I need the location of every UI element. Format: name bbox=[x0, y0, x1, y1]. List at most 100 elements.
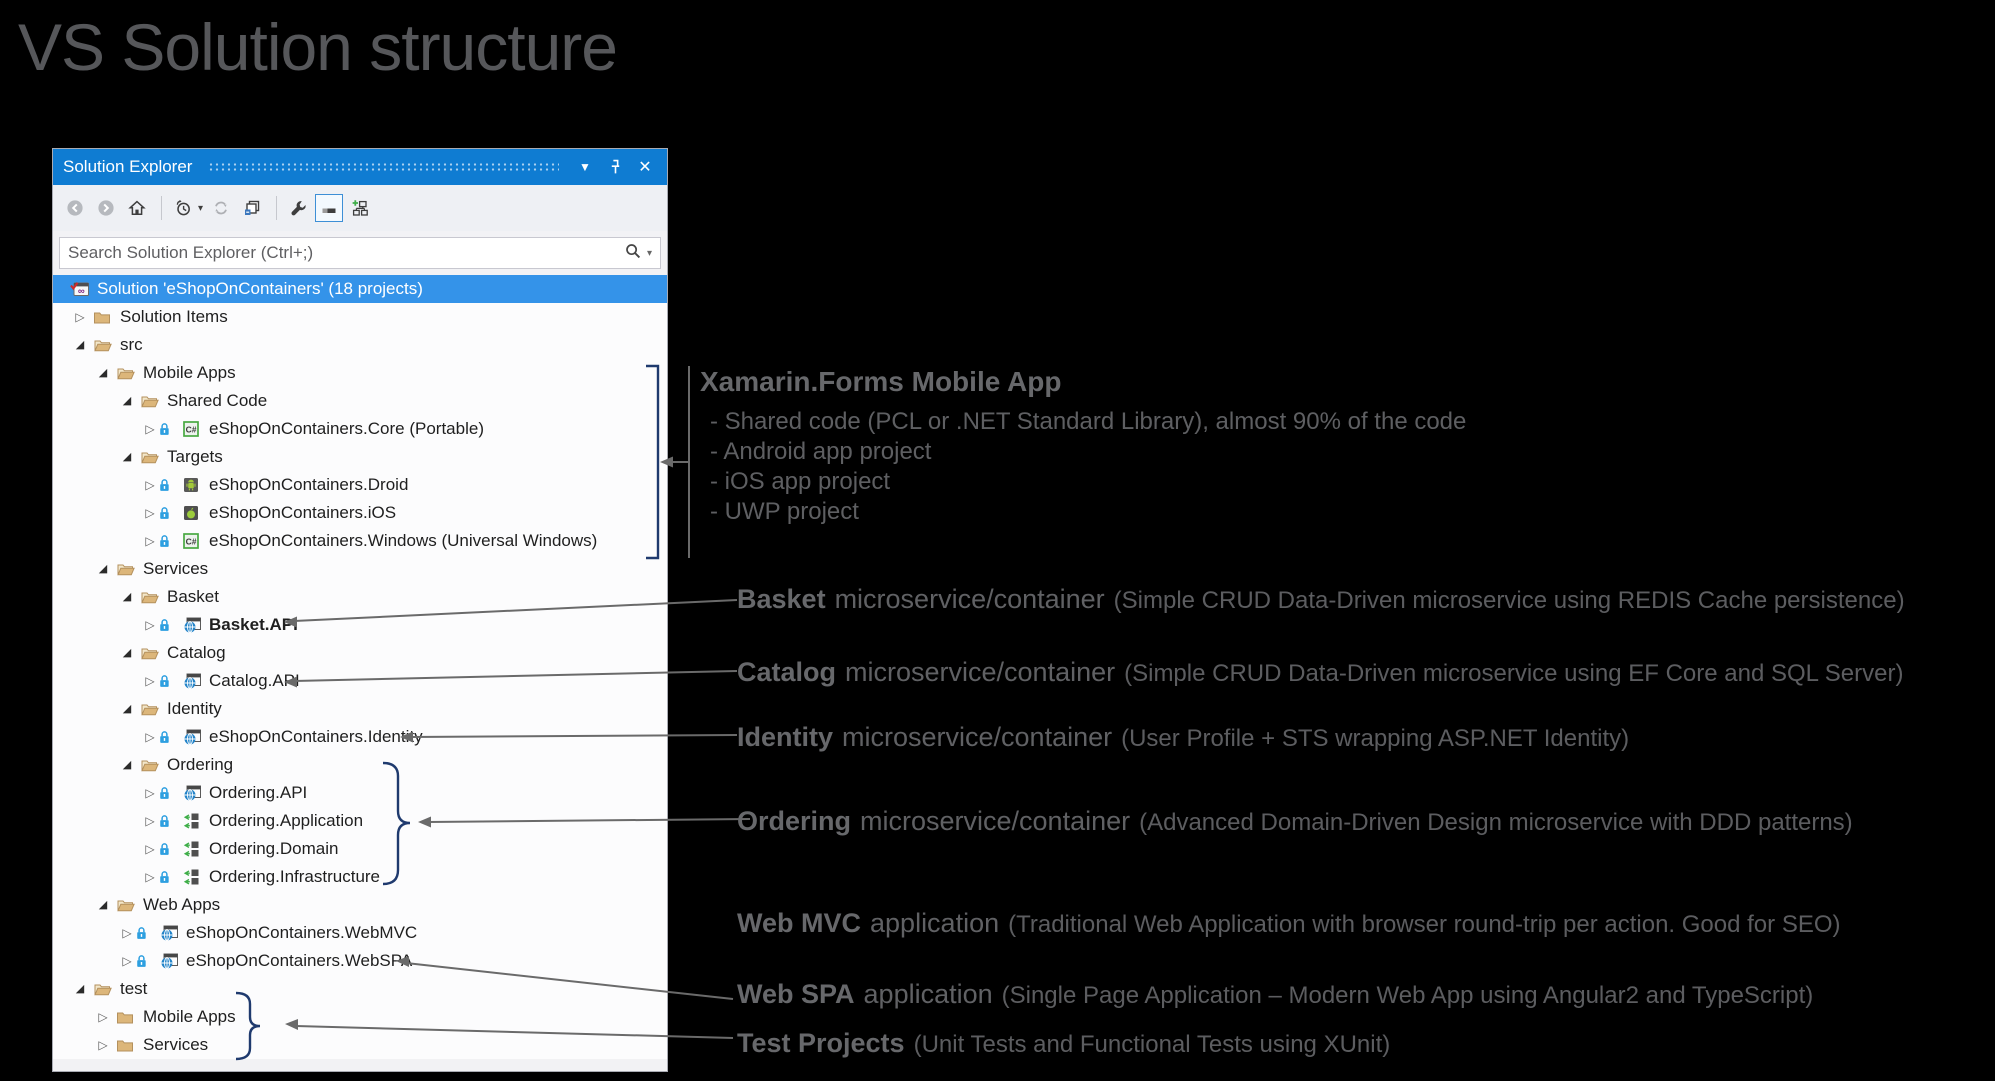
search-icon[interactable] bbox=[624, 242, 642, 265]
forward-icon[interactable] bbox=[92, 194, 120, 222]
tree-row[interactable]: ▷eShopOnContainers.WebMVC bbox=[53, 919, 667, 947]
folder-open-icon bbox=[139, 644, 159, 662]
tree-row[interactable]: ▷ eShopOnContainers.Identity bbox=[53, 723, 667, 751]
tree-item-label: Ordering bbox=[167, 755, 234, 774]
collapse-all-icon[interactable] bbox=[238, 194, 266, 222]
expander-collapsed-icon[interactable]: ▷ bbox=[75, 310, 85, 324]
expander-expanded-icon[interactable]: ◢ bbox=[98, 367, 108, 379]
expander-collapsed-icon[interactable]: ▷ bbox=[145, 506, 155, 520]
tree-row[interactable]: ▷C#eShopOnContainers.Windows (Universal … bbox=[53, 527, 667, 555]
annotation-test-bold: Test Projects bbox=[737, 1028, 905, 1058]
tree-item-label: eShopOnContainers.Identity bbox=[209, 727, 423, 746]
svg-text:C#: C# bbox=[186, 537, 197, 547]
refresh-icon[interactable] bbox=[207, 194, 235, 222]
tree-item-label: Identity bbox=[167, 699, 222, 718]
back-icon[interactable] bbox=[61, 194, 89, 222]
tree-row[interactable]: ▷Services bbox=[53, 1031, 667, 1059]
tree-item-label: eShopOnContainers.iOS bbox=[209, 503, 397, 522]
annotation-webmvc-paren: (Traditional Web Application with browse… bbox=[1008, 911, 1841, 938]
tree-item-label: eShopOnContainers.WebSPA bbox=[186, 951, 413, 970]
history-icon[interactable] bbox=[169, 194, 197, 222]
tree-row[interactable]: ▷ Ordering.Application bbox=[53, 807, 667, 835]
expander-collapsed-icon[interactable]: ▷ bbox=[98, 1010, 108, 1024]
tree-row[interactable]: ◢test bbox=[53, 975, 667, 1003]
annotation-identity-bold: Identity bbox=[737, 722, 834, 752]
annotation-webspa-paren: (Single Page Application – Modern Web Ap… bbox=[1001, 982, 1814, 1009]
tree-row[interactable]: ◢Shared Code bbox=[53, 387, 667, 415]
tree-row[interactable]: ▷eShopOnContainers.Droid bbox=[53, 471, 667, 499]
tree-row[interactable]: ◢ Identity bbox=[53, 695, 667, 723]
expander-expanded-icon[interactable]: ◢ bbox=[122, 395, 132, 407]
tree-row[interactable]: ▷Ordering.Domain bbox=[53, 835, 667, 863]
tree-row[interactable]: ▷Basket.API bbox=[53, 611, 667, 639]
toolbar-separator bbox=[276, 196, 278, 220]
expander-collapsed-icon[interactable]: ▷ bbox=[122, 954, 132, 968]
expander-expanded-icon[interactable]: ◢ bbox=[122, 759, 132, 771]
expander-collapsed-icon[interactable]: ▷ bbox=[145, 478, 155, 492]
tree-row[interactable]: ◢Targets bbox=[53, 443, 667, 471]
expander-collapsed-icon[interactable]: ▷ bbox=[145, 786, 155, 800]
tree-row[interactable]: ▷Catalog.API bbox=[53, 667, 667, 695]
annotation-ordering-mid: microservice/container bbox=[860, 806, 1131, 836]
annotation-webmvc-mid: application bbox=[870, 908, 1000, 938]
preview-selected-items-icon[interactable] bbox=[315, 194, 344, 222]
expander-collapsed-icon[interactable]: ▷ bbox=[145, 842, 155, 856]
expander-expanded-icon[interactable]: ◢ bbox=[75, 983, 85, 995]
expander-expanded-icon[interactable]: ◢ bbox=[75, 339, 85, 351]
close-icon[interactable]: ✕ bbox=[638, 159, 652, 176]
tree-row[interactable]: ◢ Catalog bbox=[53, 639, 667, 667]
search-placeholder: Search Solution Explorer (Ctrl+;) bbox=[68, 243, 314, 262]
expander-collapsed-icon[interactable]: ▷ bbox=[122, 926, 132, 940]
panel-titlebar[interactable]: Solution Explorer ▼ ✕ bbox=[53, 149, 667, 185]
lock-icon bbox=[158, 785, 174, 802]
show-all-files-icon[interactable] bbox=[346, 194, 374, 222]
tree-row[interactable]: ◢Mobile Apps bbox=[53, 359, 667, 387]
pin-icon[interactable] bbox=[603, 155, 627, 179]
annotation-catalog-paren: (Simple CRUD Data-Driven microservice us… bbox=[1124, 660, 1904, 687]
tree-row[interactable]: ◢ Ordering bbox=[53, 751, 667, 779]
expander-collapsed-icon[interactable]: ▷ bbox=[145, 730, 155, 744]
properties-icon[interactable] bbox=[284, 194, 312, 222]
tree-row[interactable]: ◢Services bbox=[53, 555, 667, 583]
tree-row[interactable]: ▷Ordering.API bbox=[53, 779, 667, 807]
annotation-catalog-bold: Catalog bbox=[737, 657, 837, 687]
search-input[interactable]: Search Solution Explorer (Ctrl+;) ▾ bbox=[59, 237, 661, 269]
lock-icon bbox=[158, 673, 174, 690]
search-options-caret-icon[interactable]: ▾ bbox=[646, 247, 652, 259]
tree-row[interactable]: ▷ eShopOnContainers.iOS bbox=[53, 499, 667, 527]
tree-row[interactable]: ▷ eShopOnContainers.WebSPA bbox=[53, 947, 667, 975]
tree-row[interactable]: ▷Mobile Apps bbox=[53, 1003, 667, 1031]
expander-collapsed-icon[interactable]: ▷ bbox=[145, 534, 155, 548]
expander-collapsed-icon[interactable]: ▷ bbox=[145, 870, 155, 884]
web-icon bbox=[181, 728, 201, 746]
expander-expanded-icon[interactable]: ◢ bbox=[122, 703, 132, 715]
tree-row[interactable]: ▷Ordering.Infrastructure bbox=[53, 863, 667, 891]
csharp-icon: C# bbox=[181, 420, 201, 438]
home-icon[interactable] bbox=[123, 194, 151, 222]
expander-collapsed-icon[interactable]: ▷ bbox=[145, 618, 155, 632]
tree-row[interactable]: ◢src bbox=[53, 331, 667, 359]
expander-expanded-icon[interactable]: ◢ bbox=[98, 563, 108, 575]
expander-expanded-icon[interactable]: ◢ bbox=[122, 591, 132, 603]
tree-row[interactable]: ▷C#eShopOnContainers.Core (Portable) bbox=[53, 415, 667, 443]
history-caret-icon[interactable]: ▾ bbox=[198, 202, 204, 214]
expander-expanded-icon[interactable]: ◢ bbox=[122, 451, 132, 463]
tree-row[interactable]: ∞Solution 'eShopOnContainers' (18 projec… bbox=[53, 275, 667, 303]
expander-collapsed-icon[interactable]: ▷ bbox=[145, 422, 155, 436]
tree-row[interactable]: ◢Web Apps bbox=[53, 891, 667, 919]
annotation-ordering-bold: Ordering bbox=[737, 806, 852, 836]
lock-icon bbox=[158, 617, 174, 634]
tree-item-label: Catalog bbox=[167, 643, 226, 662]
expander-collapsed-icon[interactable]: ▷ bbox=[98, 1038, 108, 1052]
tree-row[interactable]: ◢Basket bbox=[53, 583, 667, 611]
window-position-menu-icon[interactable]: ▼ bbox=[579, 160, 591, 174]
tree-row[interactable]: ▷Solution Items bbox=[53, 303, 667, 331]
expander-expanded-icon[interactable]: ◢ bbox=[98, 899, 108, 911]
expander-collapsed-icon[interactable]: ▷ bbox=[145, 674, 155, 688]
expander-collapsed-icon[interactable]: ▷ bbox=[145, 814, 155, 828]
tree-item-label: Ordering.Application bbox=[209, 811, 364, 830]
expander-expanded-icon[interactable]: ◢ bbox=[122, 647, 132, 659]
